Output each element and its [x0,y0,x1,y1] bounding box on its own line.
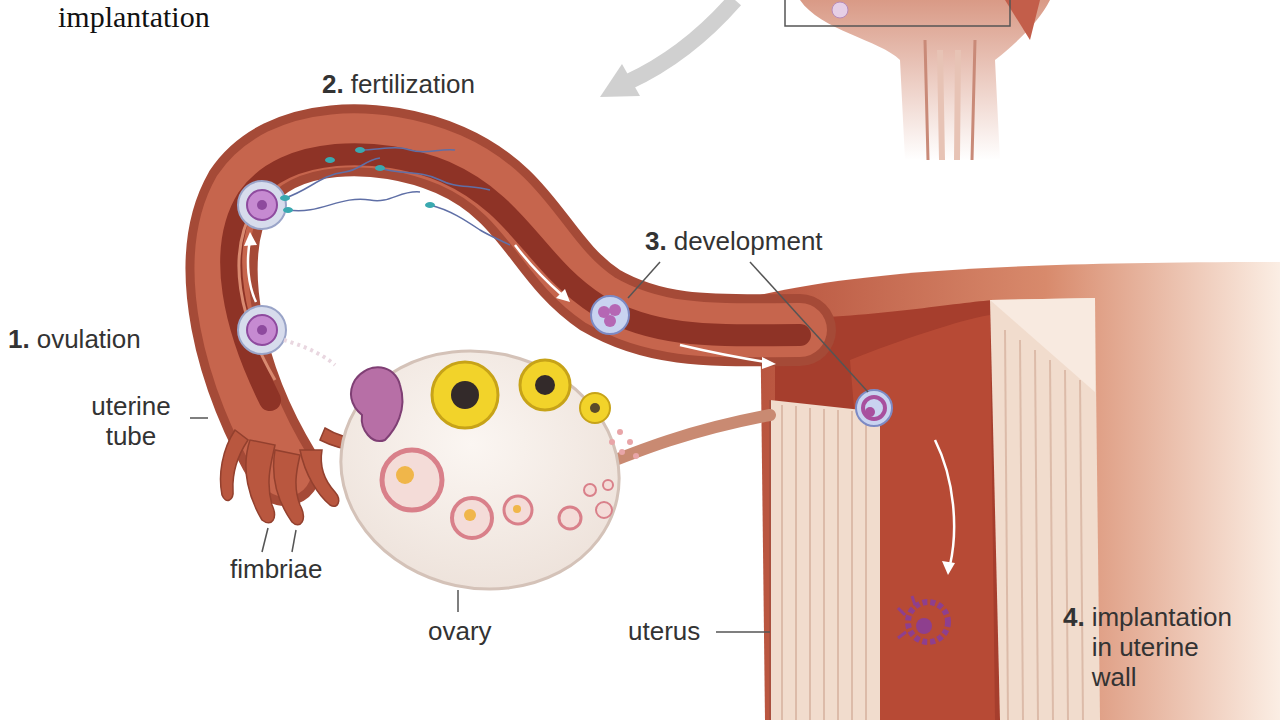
part-label: uterine tube [75,392,187,452]
step-label: development [674,227,823,257]
callout-number: 1. [8,325,30,355]
ovary-drawing [319,325,642,614]
callout-number: 2. [322,70,344,100]
part-label: ovary [428,617,492,647]
step-label: fertilization [351,70,475,100]
overview-figure [785,0,1050,160]
part-label: fimbriae [230,555,322,585]
pointer-arrowhead [600,64,640,97]
movement-arrows [248,240,954,565]
sperm-cells [280,147,510,245]
page-title: implantation [58,0,210,35]
egg-cells [238,181,948,642]
part-label: uterus [628,617,700,647]
step-label: implantation in uterine wall [1092,603,1242,693]
callout-number: 3. [645,227,667,257]
uterus-drawing [760,262,1280,720]
leader-lines [190,262,868,632]
callout-number: 4. [1063,603,1085,633]
step-label: ovulation [37,325,141,355]
pointer-arrow [628,0,735,82]
